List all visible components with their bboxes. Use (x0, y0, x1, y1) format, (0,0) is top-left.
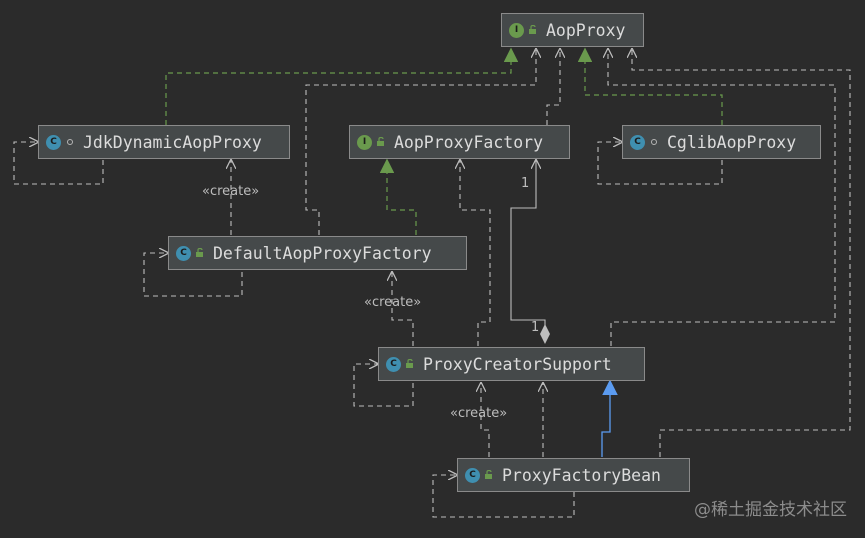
edge-support-depends-factory (460, 160, 491, 346)
node-proxycreatorsupport[interactable]: C ProxyCreatorSupport (378, 347, 645, 381)
interface-icon: I (509, 22, 524, 38)
edge-support-creates-default (392, 272, 414, 346)
node-cglibaopproxy[interactable]: C CglibAopProxy (622, 125, 821, 159)
interface-icon: I (357, 134, 372, 150)
edge-bean-creates-support (481, 383, 490, 457)
node-aopproxy-name: AopProxy (546, 20, 626, 40)
edge-default-implements-factory (379, 158, 417, 235)
public-lock-icon (529, 25, 536, 34)
edge-label-create: «create» (364, 295, 422, 310)
self-loop-support (353, 364, 414, 407)
edge-jdk-implements-aopproxy (165, 47, 519, 125)
edge-cglib-implements-aopproxy (577, 47, 723, 125)
edge-label-create: «create» (202, 184, 260, 199)
class-icon: C (630, 134, 645, 150)
self-loop-jdk (13, 142, 104, 185)
self-loop-default (143, 253, 243, 297)
node-support-name: ProxyCreatorSupport (423, 354, 612, 374)
edge-support-depends-aopproxy (608, 49, 836, 346)
edge-bean-depends-aopproxy (632, 49, 851, 457)
aggregation-diamond (540, 324, 550, 344)
self-loop-cglib (597, 142, 723, 185)
watermark: @稀土掘金技术社区 (694, 500, 847, 520)
edge-label-create: «create» (450, 406, 508, 421)
public-lock-icon (196, 248, 203, 257)
class-icon: C (465, 467, 480, 483)
node-factory-name: AopProxyFactory (394, 132, 544, 152)
self-loop-bean (432, 475, 575, 518)
package-private-icon (651, 139, 657, 145)
public-lock-icon (485, 470, 492, 479)
public-lock-icon (377, 137, 384, 146)
node-jdkdynamicaopproxy[interactable]: C JdkDynamicAopProxy (38, 125, 290, 159)
node-jdk-name: JdkDynamicAopProxy (83, 132, 262, 152)
node-default-name: DefaultAopProxyFactory (213, 243, 432, 263)
node-aopproxy[interactable]: I AopProxy (501, 13, 644, 47)
class-icon: C (386, 356, 401, 372)
node-bean-name: ProxyFactoryBean (502, 465, 661, 485)
class-icon: C (176, 245, 191, 261)
edge-bean-extends-support (601, 379, 618, 457)
node-proxyfactorybean[interactable]: C ProxyFactoryBean (457, 458, 690, 492)
node-aopproxyfactory[interactable]: I AopProxyFactory (349, 125, 570, 159)
package-private-icon (67, 139, 73, 145)
multiplicity-support: 1 (531, 320, 540, 335)
edge-factory-depends-aopproxy (546, 49, 560, 125)
multiplicity-factory: 1 (521, 176, 530, 191)
class-icon: C (46, 134, 61, 150)
edge-support-aggregates-factory (510, 160, 546, 325)
public-lock-icon (406, 359, 413, 368)
edge-default-depends-aopproxy (305, 49, 536, 235)
node-cglib-name: CglibAopProxy (667, 132, 797, 152)
node-defaultaopproxyfactory[interactable]: C DefaultAopProxyFactory (168, 236, 467, 270)
